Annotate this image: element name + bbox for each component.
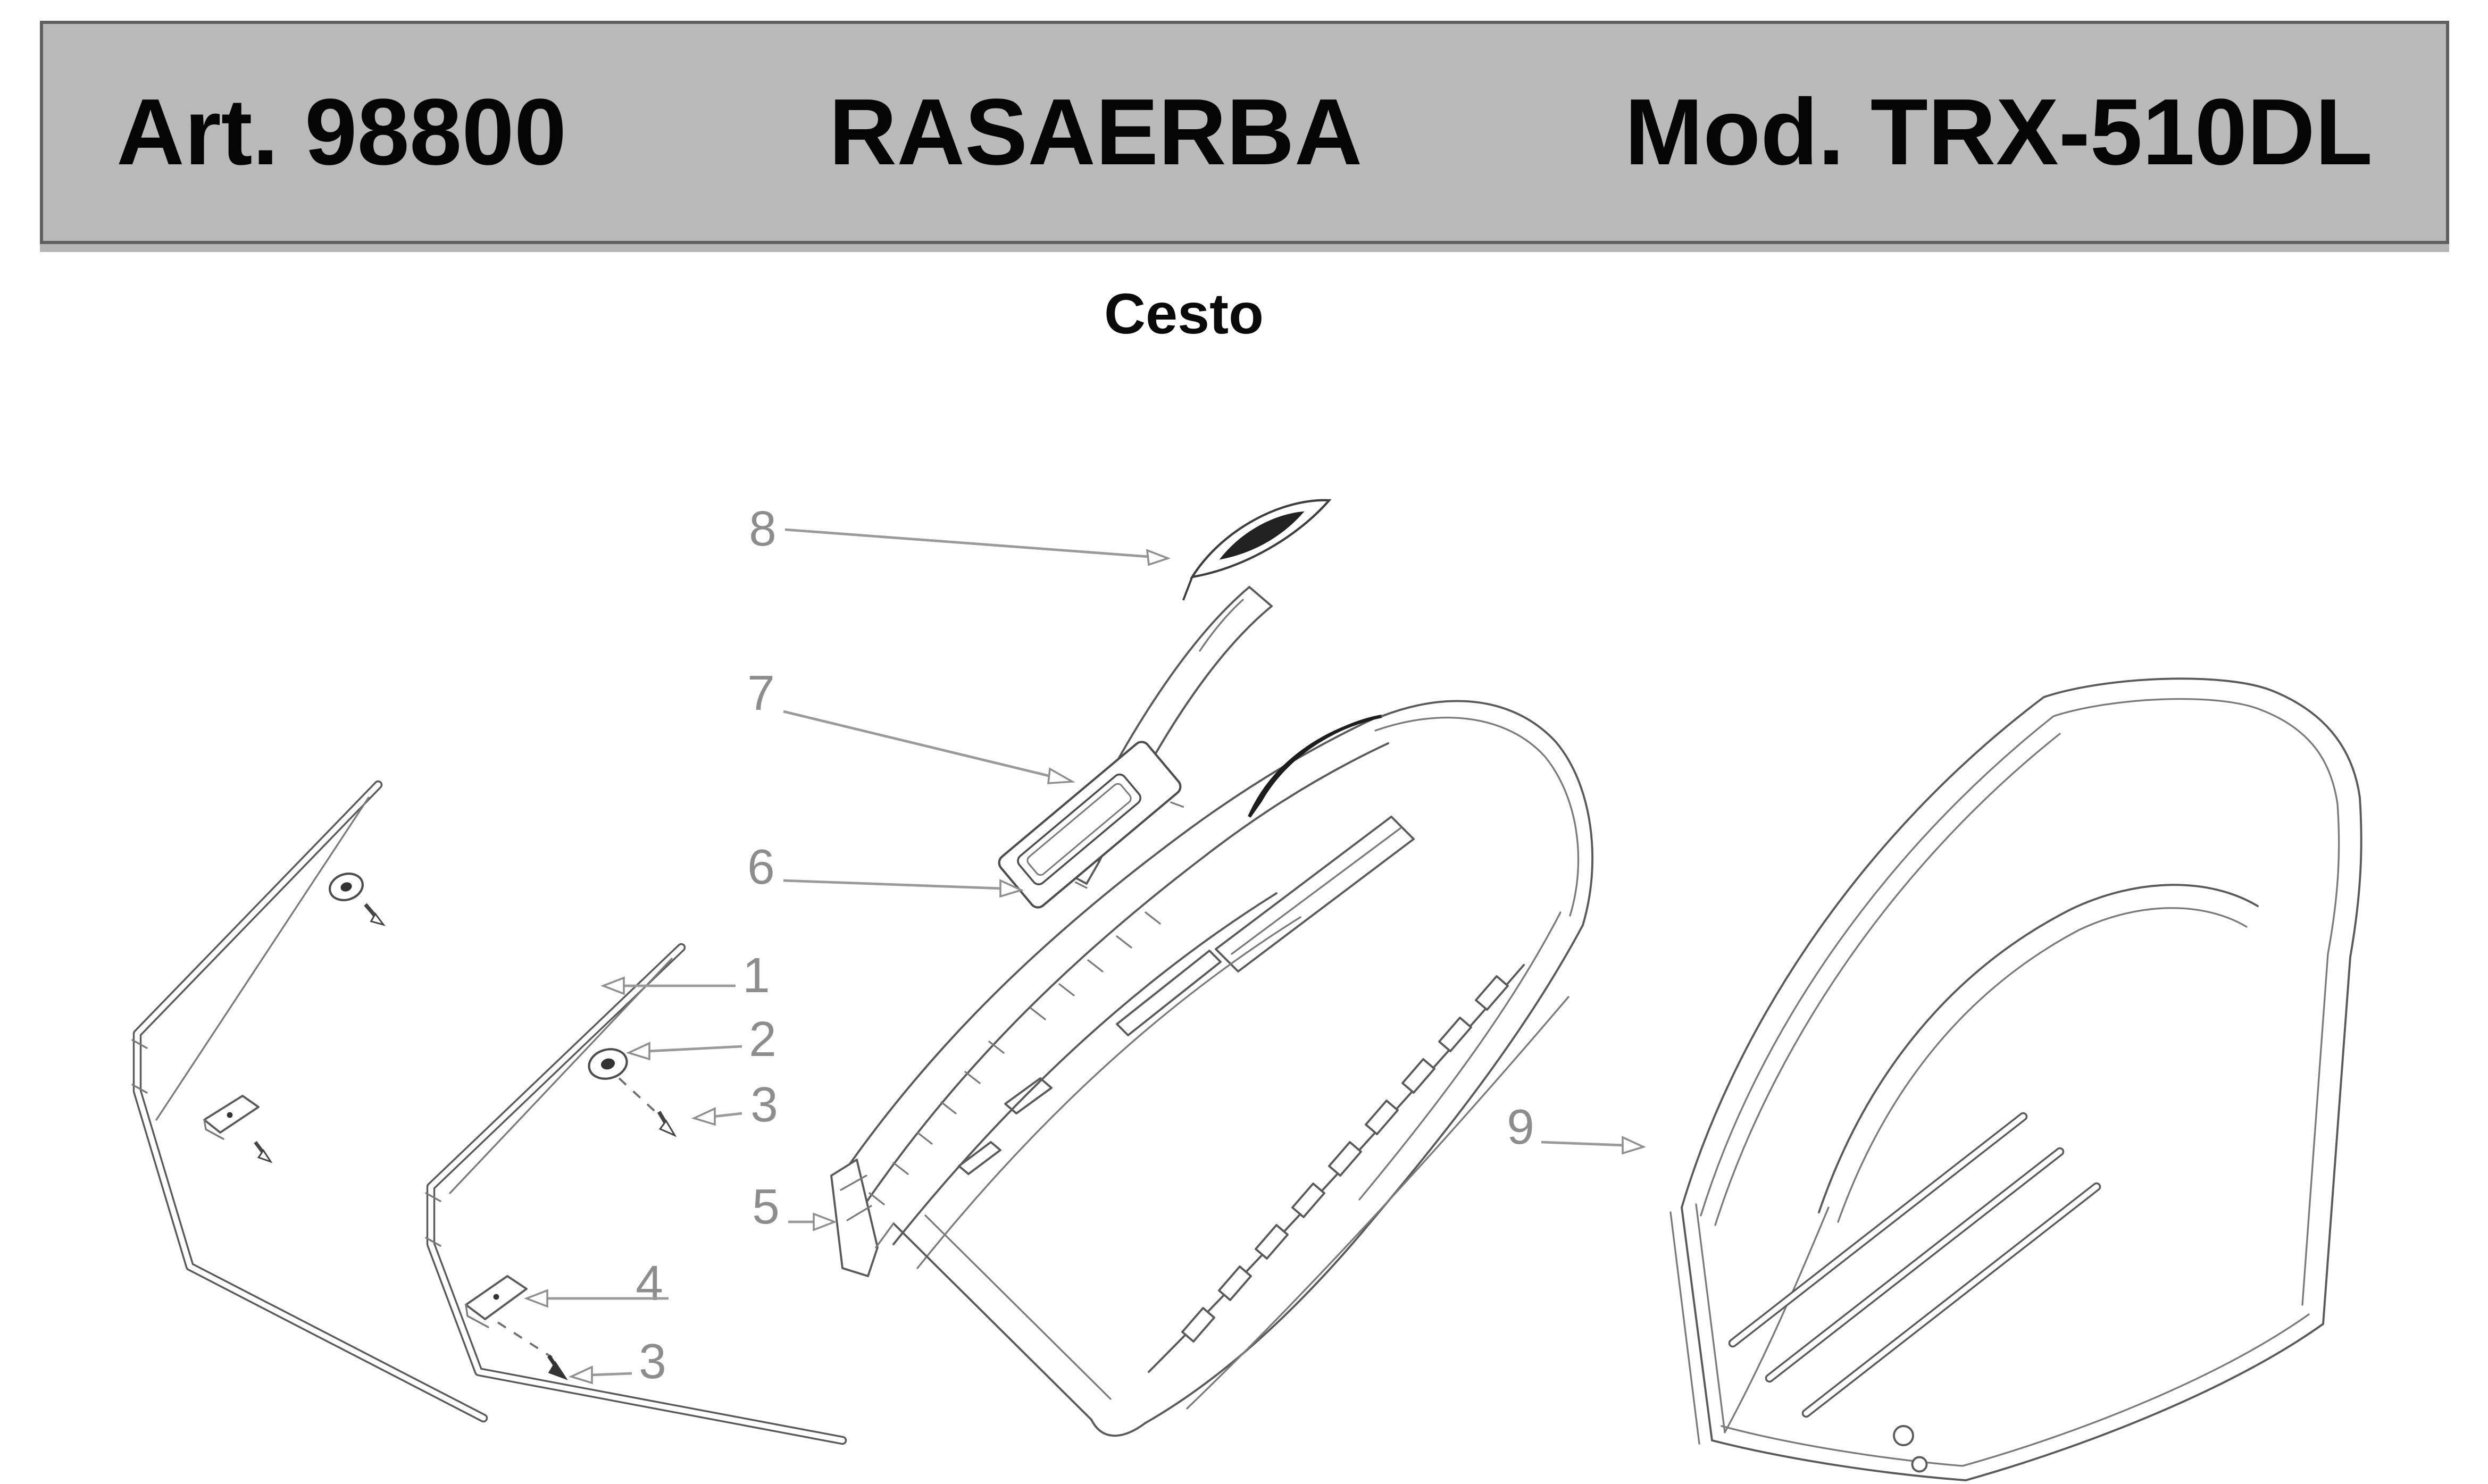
basket-ribs xyxy=(1728,1112,2101,1418)
callout-6: 6 xyxy=(747,839,1024,898)
part-5-lip xyxy=(830,1159,895,1277)
callout-8-label: 8 xyxy=(749,501,777,556)
callout-4: 4 xyxy=(523,1255,669,1311)
callout-1-label: 1 xyxy=(742,948,770,1003)
part-2-washer xyxy=(588,1048,628,1080)
diagram-subtitle-row: Cesto xyxy=(0,281,2368,348)
basket-body-drawing xyxy=(1669,677,2362,1481)
callout-5: 5 xyxy=(752,1179,838,1234)
part-1-wire-frame-right xyxy=(425,943,847,1445)
callout-7: 7 xyxy=(747,665,1076,784)
callout-5-label: 5 xyxy=(752,1179,780,1234)
product-name: RASAERBA xyxy=(829,80,1363,185)
part-6-bezel-frame xyxy=(998,741,1184,909)
callout-7-label: 7 xyxy=(747,665,775,720)
callout-9-label: 9 xyxy=(1507,1099,1534,1154)
drain-hole xyxy=(1893,1425,1914,1446)
callout-3-upper-leader xyxy=(713,1112,742,1118)
grip-shadow xyxy=(1248,715,1382,818)
plate-icon-left xyxy=(203,1095,260,1140)
cover-assembly-drawing xyxy=(830,499,1594,1437)
callout-3-lower-label: 3 xyxy=(639,1334,666,1389)
part-wire-frame-left xyxy=(131,780,488,1423)
callout-9: 9 xyxy=(1507,1099,1647,1155)
cover-shell xyxy=(830,700,1594,1437)
callout-1: 1 xyxy=(600,948,770,1003)
callouts: 8 7 6 1 2 xyxy=(523,501,1647,1389)
part-4-plate xyxy=(465,1275,528,1328)
drain-hole xyxy=(1911,1456,1928,1473)
callout-3-upper: 3 xyxy=(691,1077,778,1132)
callout-6-label: 6 xyxy=(747,839,775,894)
screw-icon xyxy=(254,1141,273,1163)
callout-2: 2 xyxy=(625,1011,777,1067)
assembly-axis-dashed xyxy=(618,1077,660,1116)
callout-4-label: 4 xyxy=(636,1255,663,1311)
callout-8: 8 xyxy=(749,501,1171,566)
callout-3-lower: 3 xyxy=(568,1334,666,1389)
callout-2-leader xyxy=(647,1045,742,1053)
washer-icon xyxy=(329,873,364,901)
callout-6-leader xyxy=(783,879,1003,890)
diagram-subtitle: Cesto xyxy=(1104,281,1264,346)
article-number: Art. 98800 xyxy=(116,80,567,185)
callout-2-label: 2 xyxy=(749,1011,777,1067)
callout-7-leader xyxy=(783,710,1054,778)
screw-icon xyxy=(364,903,386,926)
part-8-clip xyxy=(1182,499,1332,601)
assembly-axis-dashed xyxy=(497,1321,553,1359)
callout-9-leader xyxy=(1541,1141,1625,1147)
wire-frame-assembly-drawing xyxy=(131,780,847,1445)
callout-3-upper-label: 3 xyxy=(750,1077,778,1132)
callout-8-leader xyxy=(784,528,1149,558)
title-bar: Art. 98800 RASAERBA Mod. TRX-510DL xyxy=(40,21,2449,244)
part-3-screw-lower xyxy=(547,1355,568,1380)
callout-3-lower-leader xyxy=(590,1372,632,1377)
part-3-screw-upper xyxy=(657,1111,677,1137)
model-number: Mod. TRX-510DL xyxy=(1624,80,2373,185)
